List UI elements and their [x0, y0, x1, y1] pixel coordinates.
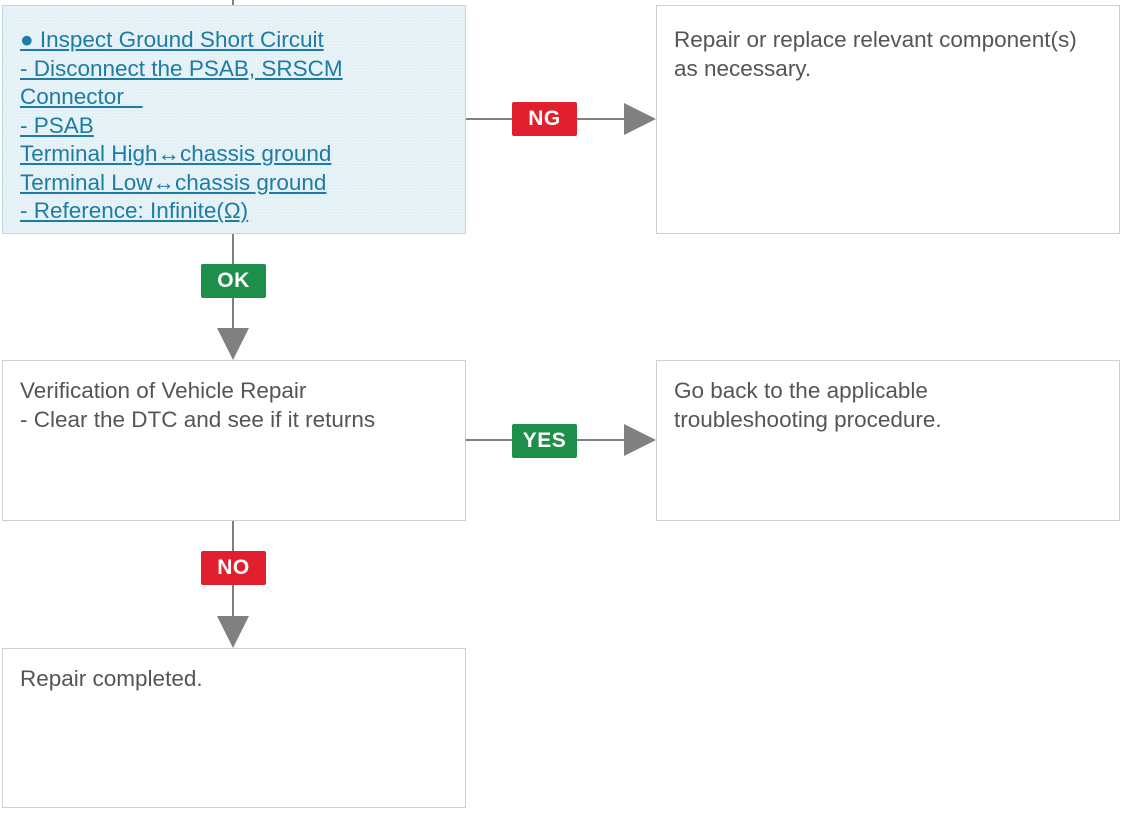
repair-replace-text-line-1: Repair or replace relevant component(s) — [674, 27, 1077, 52]
ng-arrowhead — [624, 103, 656, 135]
go-back-text-line-2: troubleshooting procedure. — [674, 406, 942, 432]
ok-badge: OK — [201, 264, 266, 298]
go-back-text-line-1: Go back to the applicable — [674, 378, 928, 403]
no-arrowhead — [217, 616, 249, 648]
inspect-ground-short-link[interactable]: ● Inspect Ground Short Circuit — [20, 27, 324, 52]
repair-completed-text: Repair completed. — [20, 666, 203, 691]
disconnect-connector-link[interactable]: - Disconnect the PSAB, SRSCM — [20, 55, 343, 81]
repair-replace-box: Repair or replace relevant component(s) … — [656, 5, 1120, 234]
ok-arrowhead — [217, 328, 249, 360]
repair-replace-text-line-2: as necessary. — [674, 55, 812, 81]
yes-arrowhead — [624, 424, 656, 456]
terminal-low-link[interactable]: Terminal Low↔chassis ground — [20, 169, 327, 195]
ng-badge: NG — [512, 102, 577, 136]
verification-title: Verification of Vehicle Repair — [20, 378, 307, 403]
terminal-high-link[interactable]: Terminal High↔chassis ground — [20, 141, 332, 166]
no-badge: NO — [201, 551, 266, 585]
connector-link[interactable]: Connector — [20, 84, 143, 109]
psab-link[interactable]: - PSAB — [20, 112, 94, 138]
inspect-ground-short-box: ● Inspect Ground Short Circuit - Disconn… — [2, 5, 466, 234]
repair-completed-box: Repair completed. — [2, 648, 466, 808]
yes-badge: YES — [512, 424, 577, 458]
verification-instruction: - Clear the DTC and see if it returns — [20, 406, 376, 432]
go-back-box: Go back to the applicable troubleshootin… — [656, 360, 1120, 521]
verification-box: Verification of Vehicle Repair - Clear t… — [2, 360, 466, 521]
reference-link[interactable]: - Reference: Infinite(Ω) — [20, 198, 249, 223]
